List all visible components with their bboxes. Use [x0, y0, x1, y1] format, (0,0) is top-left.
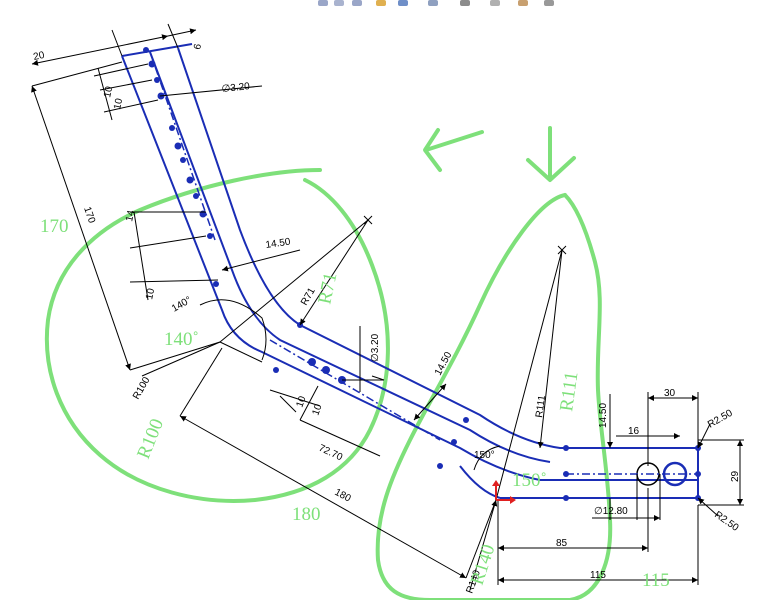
origin-axis-arrows: [492, 480, 516, 504]
dim-10d: 10: [294, 394, 308, 409]
zoom-fit-icon[interactable]: [318, 0, 328, 6]
bend-bottom-curve: [459, 465, 501, 499]
toolbar: [0, 0, 760, 8]
green-label-r111: R111: [556, 370, 582, 412]
dim-r100: R100: [131, 375, 153, 402]
dim-10c: 10: [144, 287, 157, 301]
green-arrow-left-icon: [423, 128, 484, 172]
dim-14: 14: [124, 209, 137, 223]
dim-hole-dia-end: ∅12.80: [594, 506, 628, 517]
green-label-170: 170: [40, 216, 69, 237]
dim-170: 170: [81, 205, 97, 225]
dim-14-50c: 14.50: [598, 403, 609, 428]
dim-hole-dia-top: ∅3.20: [221, 81, 251, 95]
section-view-icon[interactable]: [428, 0, 438, 6]
green-label-150: 150˚: [512, 470, 547, 491]
green-label-r71: R71: [314, 271, 341, 306]
dim-16: 16: [628, 426, 640, 437]
dim-6: 6: [192, 42, 204, 50]
dimension-lines: [31, 23, 744, 591]
green-arrow-down-icon: [526, 126, 576, 182]
green-loop-right: [375, 193, 613, 600]
dim-10b: 10: [112, 97, 125, 111]
display-style-icon[interactable]: [460, 0, 470, 6]
strip-end-cap-top: [121, 43, 193, 57]
green-label-r140: R140: [467, 542, 500, 588]
dim-angle-150: 150°: [474, 450, 495, 461]
hide-show-icon[interactable]: [490, 0, 500, 6]
dim-r2-50b: R2.50: [712, 509, 741, 534]
dim-angle-140: 140°: [170, 295, 193, 315]
dim-14-50a: 14.50: [265, 237, 292, 251]
dim-10e: 10: [310, 402, 324, 417]
dim-30: 30: [664, 388, 676, 399]
dimension-text: 20 6 10 10 ∅3.20 170 14 10 14.50 140° R7…: [32, 42, 741, 595]
green-markup: [44, 126, 613, 600]
dim-115: 115: [590, 570, 606, 581]
green-label-115: 115: [642, 570, 670, 591]
dim-r2-50a: R2.50: [706, 408, 735, 431]
green-label-140: 140˚: [164, 329, 199, 350]
dim-r111: R111: [534, 394, 548, 418]
dim-10a: 10: [102, 85, 115, 99]
green-annotation-text: 170 140˚ R71 R100 180 R111 150˚ R140 115: [40, 216, 670, 591]
zoom-in-icon[interactable]: [352, 0, 362, 6]
green-label-180: 180: [292, 504, 321, 525]
view-orientation-icon[interactable]: [398, 0, 408, 6]
rotate-icon[interactable]: [376, 0, 386, 6]
dim-180: 180: [333, 487, 353, 505]
green-loop-left: [44, 168, 390, 503]
dropdown-icon[interactable]: [544, 0, 554, 6]
dim-hole-dia-mid: ∅3.20: [370, 333, 381, 362]
appearance-icon[interactable]: [518, 0, 528, 6]
strip-hole-points: [143, 47, 701, 501]
zoom-area-icon[interactable]: [334, 0, 344, 6]
dim-72-70: 72.70: [317, 443, 345, 464]
dim-85: 85: [556, 538, 568, 549]
dim-20: 20: [32, 50, 46, 63]
green-label-r100: R100: [133, 416, 168, 462]
strip-inner-edge-a: [149, 51, 551, 463]
dim-29: 29: [730, 470, 741, 482]
strip-outer-edge: [121, 55, 698, 481]
